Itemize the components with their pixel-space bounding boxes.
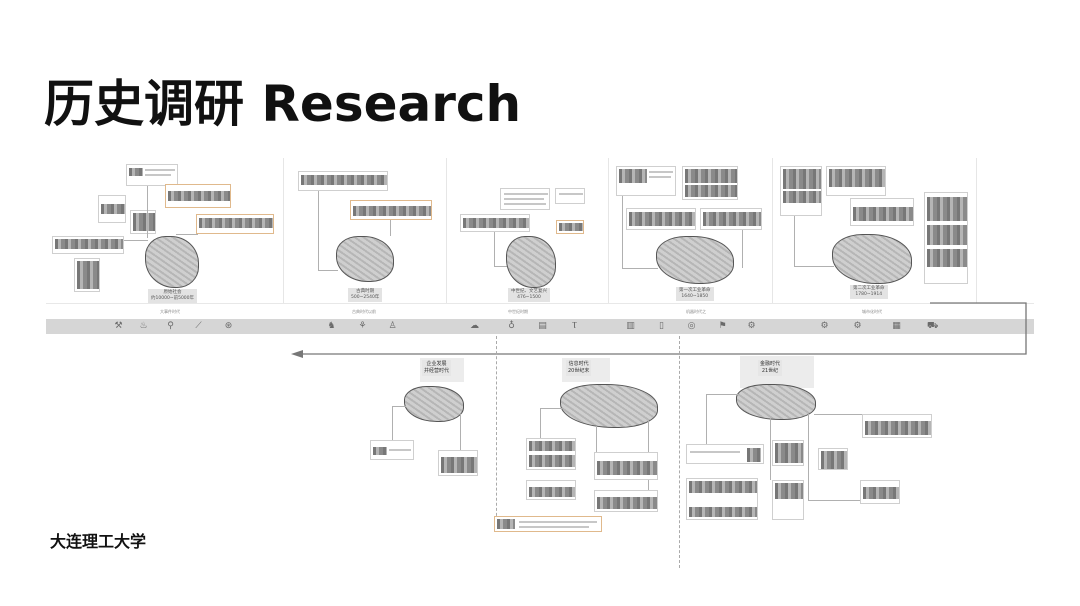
lower-era-2-blob — [560, 384, 658, 428]
horse-icon: ♞ — [327, 321, 336, 331]
lower-era-2-line1: 信息时代 — [568, 361, 589, 367]
column-divider — [976, 158, 977, 303]
era-2-label: 古典时期 — [356, 289, 375, 294]
column-divider — [446, 158, 447, 303]
section-label: 机器时代之 — [686, 309, 706, 314]
lower-era-3-line2: 21世纪 — [761, 368, 779, 374]
era-1-label: 原始社会 — [163, 290, 182, 295]
era-3-date: 476~1500 — [517, 295, 541, 300]
spear-icon: ⟋ — [195, 321, 202, 331]
timeline-band — [46, 319, 1034, 334]
cog2-icon: ⚙ — [853, 321, 862, 331]
column-icon: Ⲧ — [571, 321, 578, 331]
university-name: 大连理工大学 — [50, 532, 147, 551]
lower-era-3-blob — [736, 384, 816, 420]
era-5-date: 1780~1914 — [855, 292, 883, 297]
hammer-icon: ⚒ — [114, 321, 123, 331]
page-icon: ▯ — [659, 321, 664, 331]
section-label: 中世纪时期 — [508, 309, 528, 314]
page-title: 历史调研 Research — [44, 75, 522, 133]
section-label: 古典时代以前 — [352, 309, 376, 314]
lower-era-3-line1: 金融时代 — [760, 361, 781, 367]
section-label: 城市化时代 — [862, 309, 882, 314]
lower-era-1-blob — [404, 386, 464, 422]
statue-icon: ♙ — [388, 321, 397, 331]
era-2-date: 500~2540年 — [351, 295, 380, 300]
wheel-icon: ⊛ — [224, 321, 233, 331]
column-divider — [608, 158, 609, 303]
column-divider — [772, 158, 773, 303]
era-1-date: 约10000~前5000年 — [151, 296, 195, 301]
factory-icon: ⚑ — [718, 321, 727, 331]
cog-icon: ⚙ — [820, 321, 829, 331]
lower-era-1-line2: 并经营时代 — [424, 368, 450, 374]
machine-icon: ⚙ — [747, 321, 756, 331]
era-3-blob — [506, 236, 556, 288]
book-icon: ▤ — [538, 321, 547, 331]
section-label: 大事件时代 — [160, 309, 180, 314]
document-icon: ▥ — [626, 321, 635, 331]
clipboard-icon: ▦ — [892, 321, 901, 331]
era-5-label: 第二次工业革命 — [853, 286, 885, 291]
era-3-label: 中世纪、文艺复兴 — [511, 289, 547, 294]
lower-era-2-line2: 20世纪末 — [568, 368, 590, 374]
train-icon: ⛟ — [927, 321, 939, 331]
lower-era-1-line1: 企业发展 — [426, 361, 447, 367]
cup-icon: ♁ — [508, 321, 515, 331]
era-4-blob — [656, 236, 734, 284]
era-4-label: 第一次工业革命 — [679, 288, 711, 293]
helmet-icon: ☁ — [470, 321, 479, 331]
figure-icon: ⚲ — [167, 321, 174, 331]
era-2-blob — [336, 236, 394, 282]
fire-icon: ♨ — [139, 321, 148, 331]
era-4-date: 1640~1850 — [681, 294, 709, 299]
gear-icon: ◎ — [687, 321, 696, 331]
era-1-blob — [145, 236, 199, 288]
tool-icon: ⚘ — [358, 321, 367, 331]
era-5-blob — [832, 234, 912, 284]
column-divider — [283, 158, 284, 303]
